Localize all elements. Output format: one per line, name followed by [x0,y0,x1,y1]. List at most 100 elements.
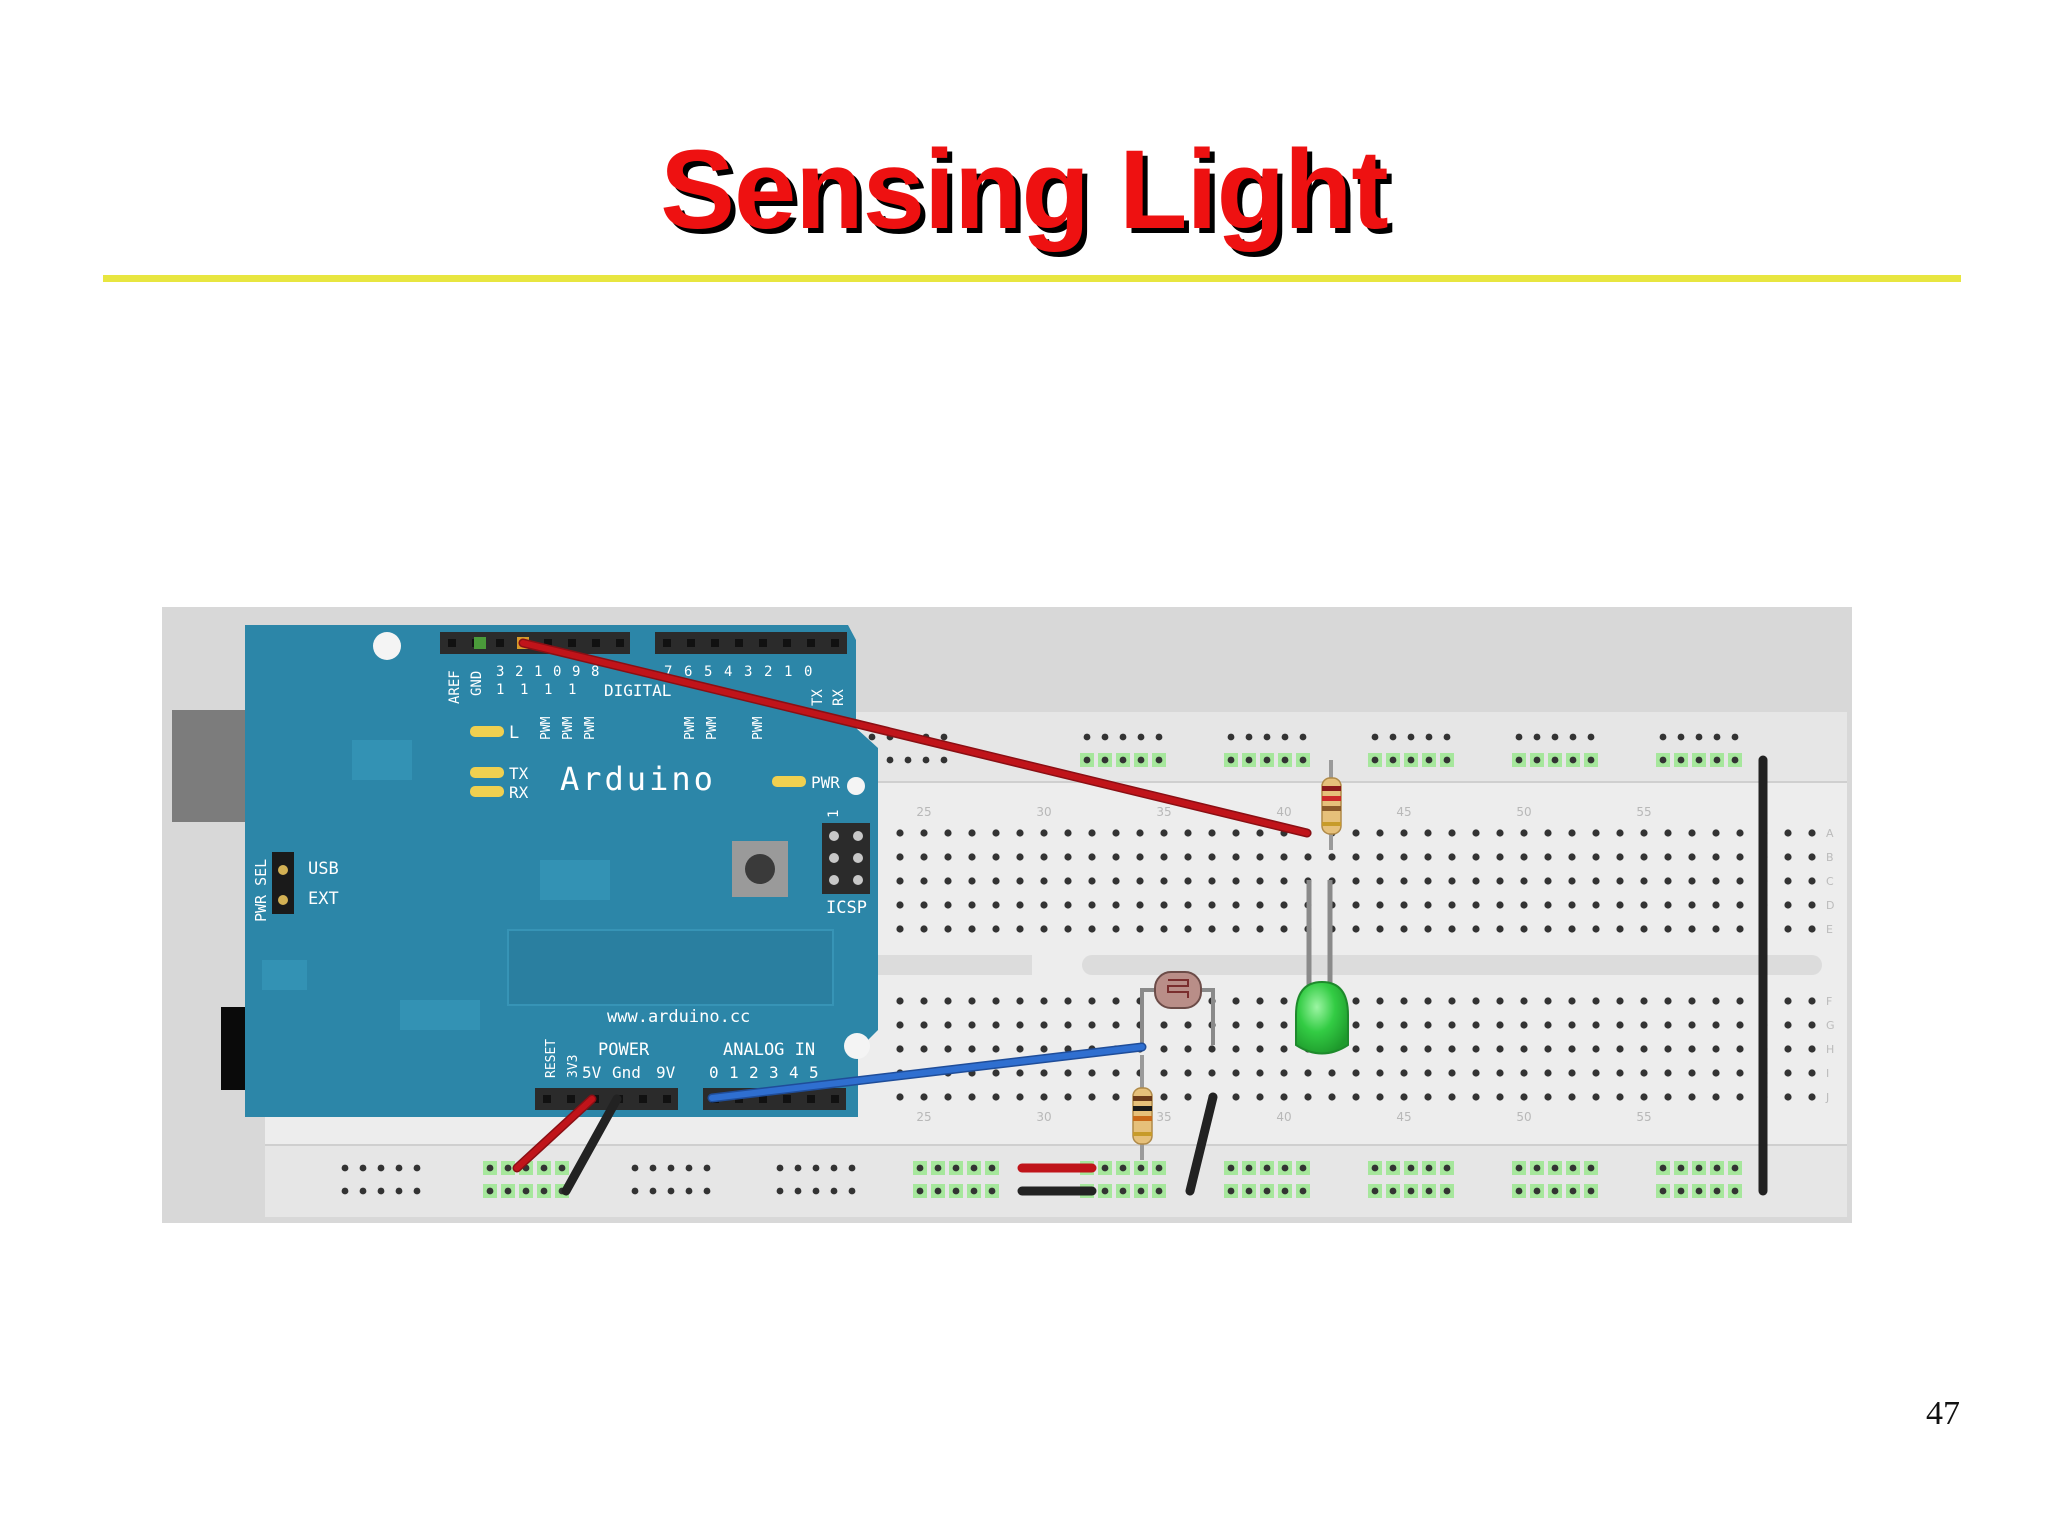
breadboard-hole [1664,1069,1672,1077]
rail-hole [341,1187,349,1195]
rail-hole [1119,1164,1127,1172]
breadboard-hole [1520,925,1528,933]
breadboard-hole [920,829,928,837]
breadboard-hole [1064,901,1072,909]
breadboard-hole [920,925,928,933]
breadboard-hole [1256,1021,1264,1029]
breadboard-hole [1376,997,1384,1005]
row-letter: J [1825,1091,1829,1104]
rail-hole [359,1164,367,1172]
breadboard-hole [1112,829,1120,837]
breadboard-hole [1184,901,1192,909]
breadboard-hole [1424,925,1432,933]
breadboard-hole [1136,877,1144,885]
rail-hole [1695,1164,1703,1172]
pwm-label: PWM [539,716,554,740]
rail-hole [1731,1164,1739,1172]
breadboard-hole [1088,1093,1096,1101]
rail-hole [359,1187,367,1195]
rail-hole [703,1164,711,1172]
breadboard-hole [1424,1093,1432,1101]
rail-hole [830,1187,838,1195]
icsp-pin1-label: 1 [826,810,842,818]
rx-pin-label: RX [831,689,847,706]
breadboard-hole [1784,901,1792,909]
rail-hole [1245,756,1253,764]
breadboard-hole [1688,877,1696,885]
pwr-sel-jumper [272,852,294,914]
analog-pin-number: 5 [809,1063,819,1082]
breadboard-hole [1736,997,1744,1005]
rail-hole [1407,1164,1415,1172]
digital-pin-number: 0 [804,664,812,680]
row-letter: G [1826,1019,1835,1032]
analog-pin-number: 0 [709,1063,719,1082]
breadboard-hole [1184,1021,1192,1029]
digital-pin-number: 7 [664,664,672,680]
column-number: 30 [1036,1110,1051,1124]
breadboard-hole [1664,829,1672,837]
digital-pin-number: 3 [496,664,504,680]
breadboard-hole [1016,1021,1024,1029]
photoresistor-track [1167,979,1189,998]
header-pin [711,639,719,647]
breadboard-hole [1664,1093,1672,1101]
gnd-pin-label: Gnd [612,1063,641,1082]
header-pin [544,639,552,647]
breadboard-hole [1040,1093,1048,1101]
breadboard-hole [1424,829,1432,837]
breadboard-hole [896,901,904,909]
breadboard-hole [1112,1021,1120,1029]
breadboard-hole [1496,1045,1504,1053]
breadboard-hole [1808,1045,1816,1053]
icsp-pin [829,853,839,863]
breadboard-hole [1472,1093,1480,1101]
breadboard-hole [1016,997,1024,1005]
breadboard-hole [1688,1021,1696,1029]
breadboard-hole [1064,1093,1072,1101]
breadboard-hole [1016,829,1024,837]
breadboard-hole [1376,901,1384,909]
rail-hole [1119,1187,1127,1195]
breadboard-hole [1208,1069,1216,1077]
breadboard-hole [920,853,928,861]
breadboard-hole [1352,1069,1360,1077]
title-rule [103,275,1961,282]
breadboard-hole [968,1021,976,1029]
column-number: 45 [1396,1110,1411,1124]
breadboard-hole [1496,877,1504,885]
rail-hole [1515,1164,1523,1172]
breadboard-hole [1616,997,1624,1005]
analog-pin-number: 1 [729,1063,739,1082]
breadboard-hole [1664,925,1672,933]
breadboard-hole [1112,853,1120,861]
breadboard-hole [1040,1045,1048,1053]
rail-hole [794,1187,802,1195]
breadboard-hole [1352,1045,1360,1053]
breadboard-hole [1304,853,1312,861]
breadboard-hole [1496,901,1504,909]
rail-hole [970,1187,978,1195]
column-number: 35 [1156,1110,1171,1124]
rail-hole [1713,756,1721,764]
breadboard-hole [1520,1069,1528,1077]
column-number: 35 [1156,805,1171,819]
breadboard-hole [1544,853,1552,861]
power-header [535,1088,678,1110]
column-number: 30 [1036,805,1051,819]
breadboard-hole [1784,925,1792,933]
breadboard-hole [1736,901,1744,909]
breadboard-hole [1784,877,1792,885]
led-l-indicator [470,726,504,737]
breadboard-hole [1568,877,1576,885]
breadboard-hole [1088,1069,1096,1077]
breadboard-bottom-rail-strip [265,1145,1847,1217]
column-number: 25 [916,805,931,819]
breadboard-hole [1616,877,1624,885]
rail-hole [934,1164,942,1172]
breadboard-hole [968,877,976,885]
mounting-hole [373,632,401,660]
breadboard-hole [1208,877,1216,885]
digital-pin-number: 1 [568,682,576,698]
